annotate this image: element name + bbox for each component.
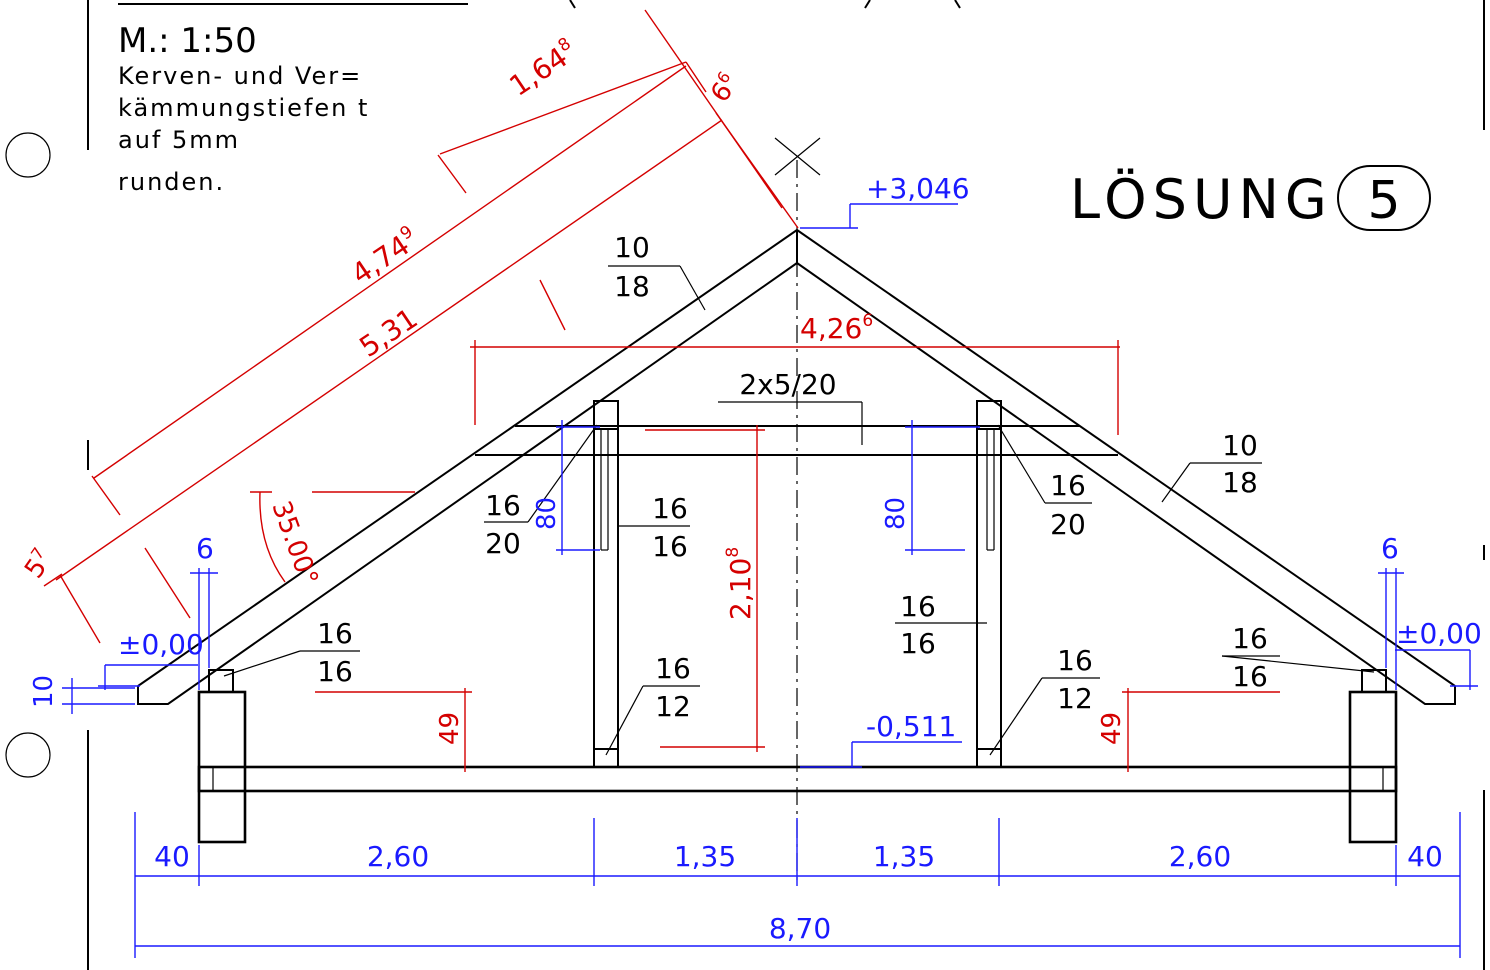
dim-plate-offset-left: 6 — [196, 532, 214, 565]
sill-right-den: 12 — [1057, 682, 1093, 715]
sill-right — [976, 748, 1002, 768]
solution-number: 5 — [1367, 171, 1400, 231]
dim-plate-height-left: 49 — [435, 712, 465, 745]
note-line-4: runden. — [118, 168, 225, 196]
dim-seg-4: 1,35 — [873, 840, 935, 873]
sill-left-num: 16 — [655, 652, 691, 685]
dim-seg-3: 1,35 — [674, 840, 736, 873]
plate-left-den: 16 — [317, 655, 353, 688]
post-left-den: 16 — [652, 530, 688, 563]
dim-purlin-drop-right: 80 — [881, 497, 911, 530]
post-right-num: 16 — [900, 590, 936, 623]
plate-left-num: 16 — [317, 617, 353, 650]
dim-seg-1: 40 — [154, 840, 190, 873]
rafter-right-top — [796, 229, 1456, 687]
bottom-dimension-chain: 40 2,60 1,35 1,35 2,60 40 8,70 — [134, 812, 1461, 958]
rafter-left-den: 18 — [614, 270, 650, 303]
purlin-right-den: 20 — [1050, 508, 1086, 541]
dim-pitch-angle: 35.00° — [265, 497, 323, 589]
purlin-right-num: 16 — [1050, 469, 1086, 502]
dim-knee-height: 2,108 — [723, 547, 757, 620]
solution-title: LÖSUNG — [1070, 168, 1333, 231]
dim-slope-full: 5,31 — [353, 302, 423, 364]
purlin-left-num: 16 — [485, 489, 521, 522]
rafter-left — [137, 262, 798, 705]
plate-right-num: 16 — [1232, 622, 1268, 655]
level-eave-left: ±0,00 — [118, 628, 204, 661]
dim-total-width: 8,70 — [769, 912, 831, 945]
blue-dimensions: +3,046 ±0,00 ±0,00 -0,511 80 80 10 — [29, 172, 1482, 768]
member-labels: 10 18 10 18 2x5/20 16 20 16 20 16 16 16 … — [223, 231, 1375, 756]
rafter-left-top — [137, 229, 798, 687]
post-left — [593, 428, 619, 750]
purlin-left-den: 20 — [485, 527, 521, 560]
post-left-num: 16 — [652, 492, 688, 525]
level-ridge: +3,046 — [866, 172, 970, 205]
note-line-1: Kerven- und Ver= — [118, 62, 362, 90]
dim-purlin-drop-left: 80 — [532, 497, 562, 530]
dim-eave-cut: 57 — [18, 544, 60, 584]
dim-seg-5: 2,60 — [1169, 840, 1231, 873]
post-right-den: 16 — [900, 627, 936, 660]
level-floor: -0,511 — [866, 710, 956, 743]
purlin-right — [976, 400, 1002, 430]
sill-right-num: 16 — [1057, 644, 1093, 677]
dim-slope-upper: 1,648 — [503, 34, 583, 103]
note-line-2: kämmungstiefen t — [118, 94, 369, 122]
sheet-frame — [5, 0, 1485, 970]
post-right — [976, 428, 1002, 750]
dim-seg-6: 40 — [1407, 840, 1443, 873]
level-eave-right: ±0,00 — [1396, 617, 1482, 650]
binder-hole-bottom — [5, 732, 51, 778]
rafter-right — [796, 262, 1456, 705]
rafter-left-num: 10 — [614, 231, 650, 264]
sill-left — [593, 748, 619, 768]
dim-plate-height-right: 49 — [1097, 712, 1127, 745]
dim-plate-offset-right: 6 — [1381, 532, 1399, 565]
solution-number-frame — [1337, 165, 1431, 231]
dim-eave-overhang: 10 — [29, 675, 59, 708]
dim-slope-total: 4,749 — [345, 222, 425, 291]
dim-ridge-cut: 66 — [704, 68, 746, 108]
dim-seg-2: 2,60 — [367, 840, 429, 873]
rafter-right-den: 18 — [1222, 466, 1258, 499]
collar-tie-label: 2x5/20 — [739, 368, 836, 401]
rafter-right-num: 10 — [1222, 429, 1258, 462]
notes-block: M.: 1:50 Kerven- und Ver= kämmungstiefen… — [118, 21, 369, 196]
roof-structure — [137, 137, 1456, 880]
purlin-left — [593, 400, 619, 430]
binder-hole-top — [5, 132, 51, 178]
title-block: LÖSUNG 5 — [1070, 165, 1431, 231]
dim-collar-span: 4,266 — [800, 311, 873, 345]
scale-note: M.: 1:50 — [118, 21, 257, 61]
plate-right-den: 16 — [1232, 660, 1268, 693]
sill-left-den: 12 — [655, 690, 691, 723]
note-line-3: auf 5mm — [118, 126, 240, 154]
